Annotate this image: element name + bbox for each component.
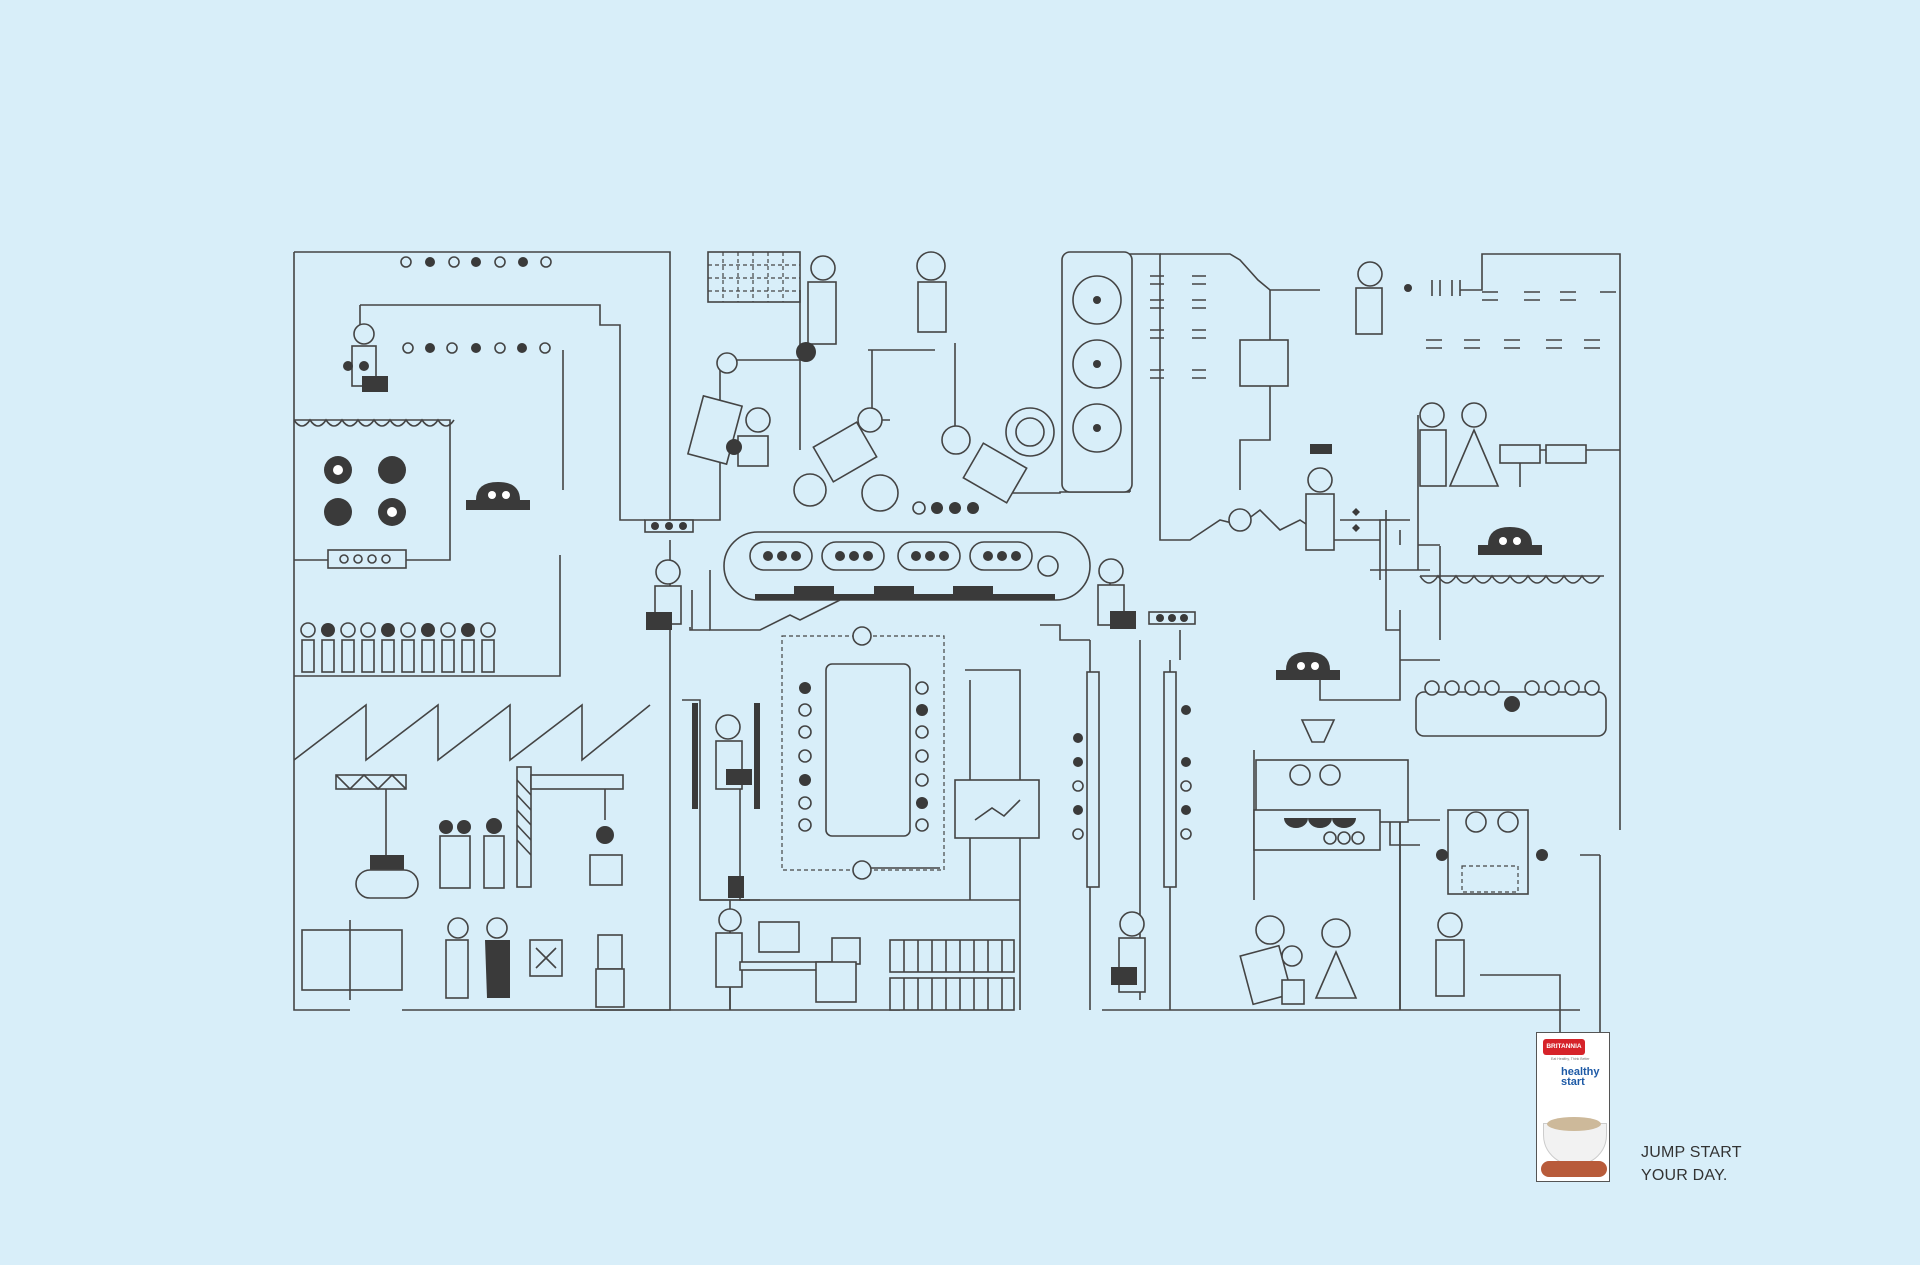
- product-name-line1: healthy: [1561, 1066, 1600, 1078]
- factory: [293, 703, 651, 1008]
- headline-line2: YOUR DAY.: [1641, 1167, 1728, 1184]
- product-name-line2: start: [1561, 1076, 1585, 1088]
- crowd-left: [300, 482, 530, 673]
- circuit-capacitors: [1150, 261, 1616, 551]
- brand-logo: BRITANNIA: [1543, 1039, 1585, 1055]
- product-name: healthy start: [1561, 1066, 1605, 1088]
- signal-dots-top: [400, 256, 552, 354]
- boardroom: [644, 519, 1040, 1011]
- headline-line1: JUMP START: [1641, 1144, 1742, 1161]
- cinema: [1239, 527, 1607, 1006]
- product-pack: BRITANNIA Eat Healthy, Think Better heal…: [1536, 1032, 1610, 1182]
- traffic-towers: [1072, 558, 1196, 993]
- oats: [1547, 1117, 1601, 1131]
- fruit: [1541, 1161, 1607, 1177]
- sports-shop: [293, 323, 455, 569]
- brand-tagline: Eat Healthy, Think Better: [1551, 1057, 1590, 1061]
- headline: JUMP START YOUR DAY.: [1641, 1141, 1801, 1187]
- office-top-center: [686, 251, 1133, 601]
